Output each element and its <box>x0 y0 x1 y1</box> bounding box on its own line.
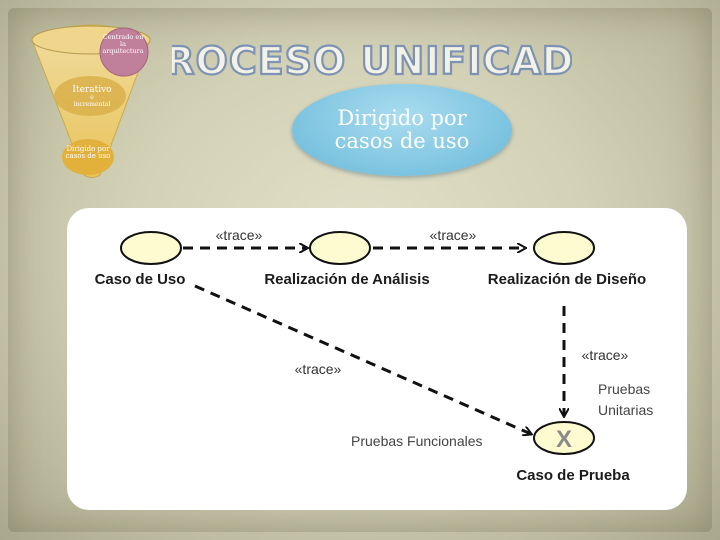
node-analisis-label: Realización de Análisis <box>264 271 429 288</box>
node-analisis-icon <box>309 231 371 265</box>
funnel-level2-line2: e <box>90 94 94 102</box>
note-pruebas-funcionales: Pruebas Funcionales <box>351 433 483 449</box>
node-diseno-label: Realización de Diseño <box>488 271 646 288</box>
funnel-level3-shape <box>62 139 114 175</box>
note-pruebas-unitarias-line2: Unitarias <box>598 402 653 418</box>
funnel-level1-circle <box>99 27 149 77</box>
edge-label-trace-2: «trace» <box>430 227 477 243</box>
funnel-level2-shape <box>54 76 126 116</box>
funnel-level2-line3: incremental <box>73 100 111 108</box>
funnel-level2-line1: Iterativo <box>72 85 112 95</box>
subtitle-bubble-text: Dirigido por casos de uso <box>334 105 470 153</box>
page-title-text: PROCESO UNIFICADO <box>172 39 572 83</box>
funnel-level3-label: Dirigido por casos de uso <box>65 145 111 161</box>
node-caso-de-prueba-label: Caso de Prueba <box>516 467 630 484</box>
subtitle-bubble: Dirigido por casos de uso <box>292 84 512 176</box>
edge-label-trace-4: «trace» <box>295 361 342 377</box>
edge-label-trace-1: «trace» <box>216 227 263 243</box>
edge-caso-to-prueba <box>194 284 531 434</box>
node-caso-de-prueba-symbol: X <box>556 426 572 453</box>
funnel-graphic <box>31 24 151 178</box>
node-caso-de-prueba-icon <box>533 421 595 455</box>
note-pruebas-unitarias-line1: Pruebas <box>598 381 650 397</box>
funnel-level2-label: Iterativo e incremental <box>62 85 122 108</box>
page-title: PROCESO UNIFICADO <box>172 38 572 84</box>
node-caso-de-uso-icon <box>120 231 182 265</box>
edge-label-trace-3: «trace» <box>582 347 629 363</box>
funnel-level1-label: Centrado en la arquitectura <box>102 33 144 55</box>
trace-diagram: X Caso de Uso Realización de Análisis Re… <box>67 208 687 510</box>
node-diseno-icon <box>533 231 595 265</box>
trace-diagram-svg: X Caso de Uso Realización de Análisis Re… <box>95 227 654 484</box>
node-caso-de-uso-label: Caso de Uso <box>95 271 186 288</box>
